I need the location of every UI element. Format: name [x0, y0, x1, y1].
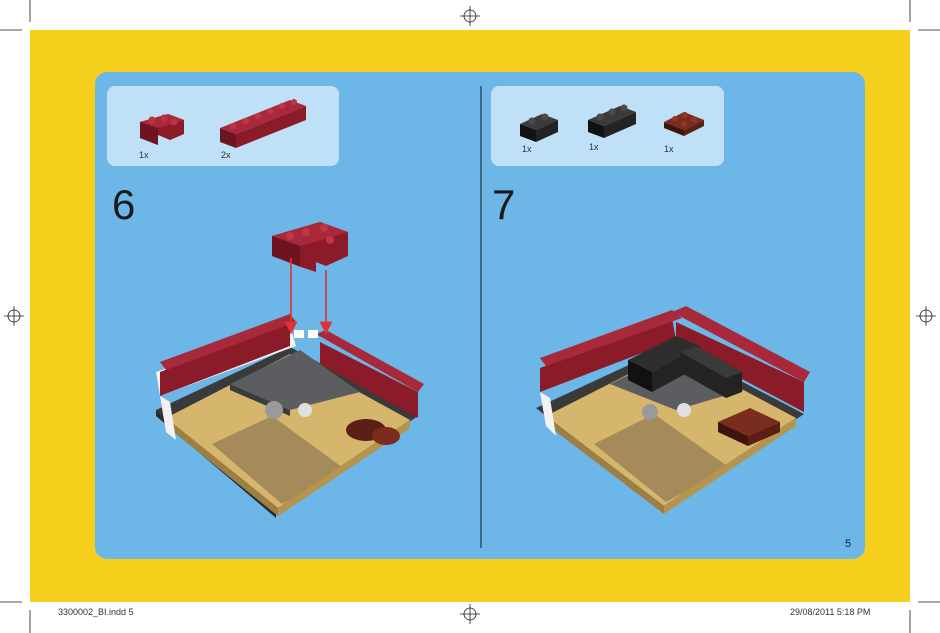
dark-red-1x6-brick-part-icon: [220, 99, 306, 148]
registration-mark-left: [4, 306, 24, 326]
step-7-number: 7: [492, 181, 516, 228]
reddish-brown-2x2-plate-part-icon: [664, 112, 704, 136]
print-slug-timestamp: 29/08/2011 5:18 PM: [790, 607, 871, 617]
registration-mark-top: [460, 6, 480, 26]
registration-mark-right: [916, 306, 936, 326]
step-6-number: 6: [112, 181, 136, 228]
step-6-part-1-qty: 1x: [139, 150, 149, 160]
step-7-part-2-qty: 1x: [589, 142, 599, 152]
black-1x2-brick-part-icon: [520, 113, 558, 142]
step-6-part-2-qty: 2x: [221, 150, 231, 160]
registration-mark-bottom: [460, 604, 480, 624]
print-slug-file: 3300002_BI.indd 5: [58, 607, 134, 617]
dark-red-l-brick-part-icon: [140, 114, 184, 145]
black-1x3-brick-part-icon: [588, 104, 636, 138]
step-7-part-3-qty: 1x: [664, 144, 674, 154]
page-number: 5: [845, 538, 852, 550]
step-7-part-1-qty: 1x: [522, 144, 532, 154]
step-6-model: [156, 314, 424, 518]
step-7-model: [536, 306, 810, 514]
